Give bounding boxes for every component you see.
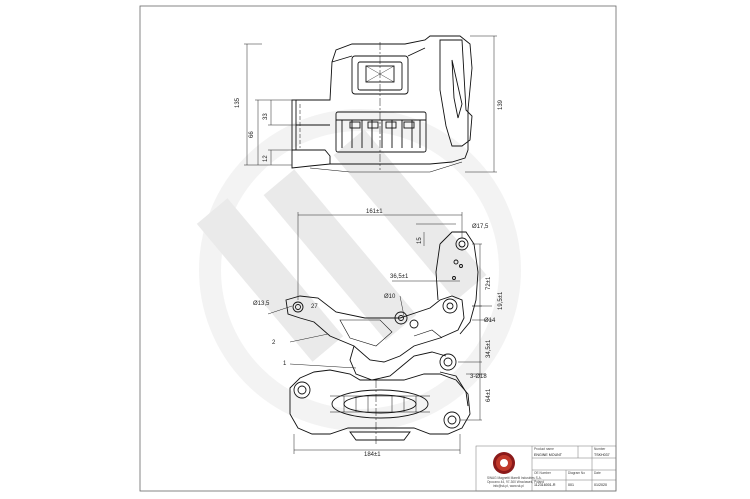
- dim-161: 161±1: [366, 209, 383, 215]
- company-logo: [493, 452, 515, 474]
- product-name-value: ENGINE MOUNT: [534, 453, 563, 457]
- sheet-border: [139, 5, 617, 492]
- dim-front-12: 12: [263, 155, 269, 162]
- dim-19-5: 19,5±1: [498, 291, 504, 310]
- number-value: TSKH037: [594, 453, 610, 457]
- dim-184: 184±1: [364, 452, 381, 458]
- dim-diam-17-5: Ø17,5: [472, 224, 489, 230]
- date-label: Date: [594, 471, 601, 475]
- oe-number-label: OE Number: [534, 471, 552, 475]
- dim-72: 72±1: [486, 276, 492, 290]
- date-value: 01/2020: [594, 483, 607, 487]
- top-view: [285, 231, 479, 444]
- company-line-2: Opoczno 44, 97-300 Wroclawek, Poland: [487, 480, 544, 484]
- product-name-label: Product name: [534, 447, 554, 451]
- diagram-no-label: Diagram No: [568, 471, 585, 475]
- dim-diam-13-5: Ø13,5: [253, 301, 270, 307]
- top-view-dimension-lines: [267, 212, 492, 454]
- company-line-1: SWAG Magnetti Marelli Industries S.A.: [487, 476, 542, 480]
- diagram-no-value: 001: [568, 483, 574, 487]
- dim-3-diam-18: 3-Ø18: [470, 374, 487, 380]
- dim-27: 27: [311, 304, 318, 310]
- title-block: [475, 445, 617, 492]
- oe-number-value: 112316001-R: [534, 483, 556, 487]
- dim-64: 64±1: [486, 388, 492, 402]
- dim-34-5: 34,5±1: [486, 339, 492, 358]
- dim-front-66: 66: [249, 131, 255, 138]
- front-view-dimension-lines: [244, 35, 497, 173]
- dim-front-135: 135: [235, 97, 241, 108]
- dim-front-33: 33: [263, 113, 269, 120]
- callout-2: 2: [272, 340, 276, 346]
- dim-15: 15: [417, 237, 423, 244]
- number-label: Number: [594, 447, 606, 451]
- watermark-logo: [196, 109, 521, 431]
- dim-diam-10: Ø10: [384, 294, 396, 300]
- dim-36-5: 36,5±1: [390, 274, 409, 280]
- callout-1: 1: [283, 361, 287, 367]
- dim-diam-14: Ø14: [484, 318, 496, 324]
- company-line-3: info@sk.pl, www.sk.pl: [493, 484, 524, 488]
- dim-front-139: 139: [498, 99, 504, 110]
